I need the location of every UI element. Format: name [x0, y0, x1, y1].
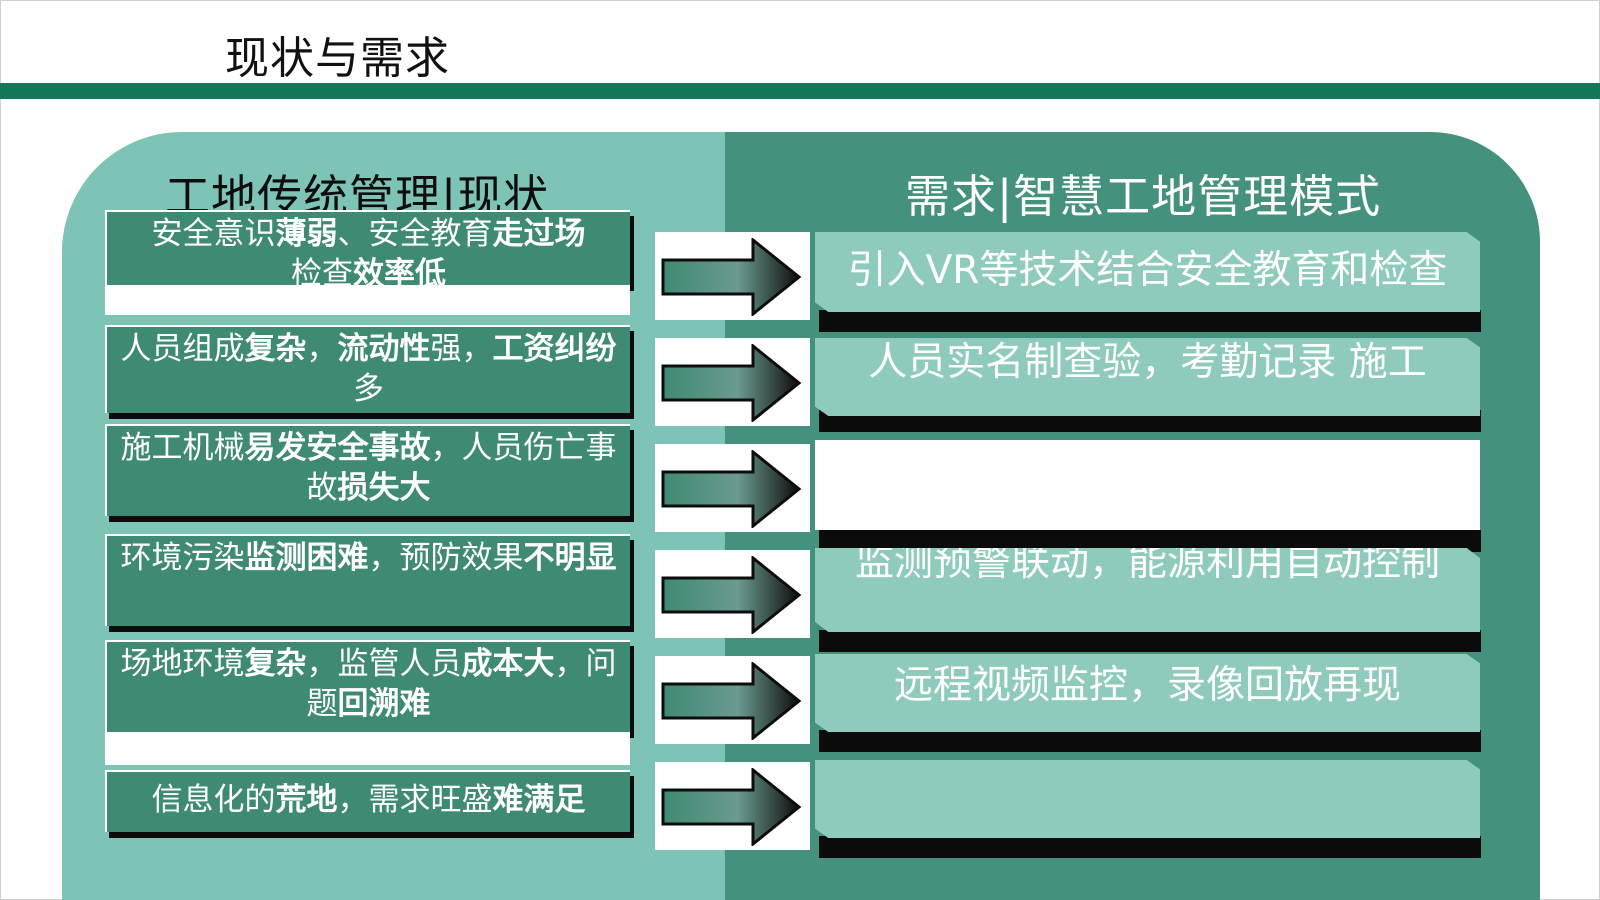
problem-emphasis: 工资纠纷: [492, 331, 617, 367]
title-underline-bar: [0, 83, 1600, 99]
right-arrow-shape: [661, 238, 802, 316]
problem-panel-5: 场地环境复杂，监管人员成本大，问题回溯难: [105, 640, 630, 732]
problem-emphasis: 损失大: [337, 470, 431, 506]
solution-shadow: [819, 730, 1481, 752]
problem-emphasis: 难满足: [492, 782, 586, 818]
problem-emphasis: 薄弱: [275, 216, 338, 252]
right-arrow-shape: [661, 662, 802, 740]
arrow-cell-3: [655, 444, 810, 532]
problem-text: 安全意识: [151, 216, 276, 252]
problem-panel-6: 信息化的荒地，需求旺盛难满足: [105, 770, 630, 832]
solution-box-5: 远程视频监控，录像回放再现: [815, 654, 1481, 754]
problem-box-6: 信息化的荒地，需求旺盛难满足: [105, 770, 630, 845]
arrow-cell-1: [655, 232, 810, 320]
problem-box-5: 场地环境复杂，监管人员成本大，问题回溯难: [105, 640, 630, 765]
problem-text: ，需求旺盛: [337, 782, 493, 818]
problem-emphasis: 流动性: [337, 331, 431, 367]
problem-box-4: 环境污染监测困难，预防效果不明显: [105, 534, 630, 629]
problem-text: 场地环境: [120, 646, 245, 682]
problem-text: ，问题: [306, 646, 617, 722]
arrow-cell-4: [655, 550, 810, 638]
problem-panel-4: 环境污染监测困难，预防效果不明显: [105, 534, 630, 626]
problem-text: ，人员伤亡事故: [306, 430, 617, 506]
problem-emphasis: 监测困难: [244, 540, 369, 576]
solution-panel-4: 监测预警联动，能源利用自动控制: [815, 548, 1480, 632]
right-arrow-icon: [661, 450, 802, 528]
problem-panel-3: 施工机械易发安全事故，人员伤亡事故损失大: [105, 424, 630, 516]
right-column-heading: 需求|智慧工地管理模式: [905, 170, 1382, 223]
problem-text: 人员组成: [120, 331, 245, 367]
right-arrow-icon: [661, 768, 802, 846]
slide-title: 现状与需求: [225, 33, 450, 84]
problem-text: 多: [353, 371, 384, 407]
problem-gap: [105, 732, 630, 765]
right-arrow-shape: [661, 344, 802, 422]
arrow-cell-2: [655, 338, 810, 426]
problem-emphasis: 回溯难: [337, 686, 431, 722]
problem-emphasis: 复杂: [244, 331, 307, 367]
right-arrow-shape: [661, 556, 802, 634]
problem-emphasis: 成本大: [461, 646, 555, 682]
problem-text: 、安全教育: [337, 216, 493, 252]
problem-text: 检查: [291, 256, 353, 285]
problem-panel-1: 安全意识薄弱、安全教育走过场检查效率低: [105, 210, 630, 285]
solution-box-6: [815, 760, 1481, 860]
problem-gap: [105, 285, 630, 315]
solution-panel-6: [815, 760, 1480, 838]
solution-box-4: 监测预警联动，能源利用自动控制: [815, 548, 1481, 658]
problem-panel-2: 人员组成复杂，流动性强，工资纠纷多: [105, 325, 630, 413]
solution-panel-5: 远程视频监控，录像回放再现: [815, 654, 1480, 732]
solution-panel-1: 引入VR等技术结合安全教育和检查: [815, 232, 1480, 312]
arrow-cell-6: [655, 762, 810, 850]
solution-shadow: [819, 530, 1481, 552]
solution-panel-3: [815, 440, 1480, 530]
solution-shadow: [819, 630, 1481, 652]
right-arrow-icon: [661, 238, 802, 316]
problem-box-1: 安全意识薄弱、安全教育走过场检查效率低: [105, 210, 630, 315]
solution-panel-2: 人员实名制查验，考勤记录 施工: [815, 338, 1480, 416]
problem-text: 环境污染: [120, 540, 245, 576]
solution-shadow: [819, 310, 1481, 332]
right-arrow-shape: [661, 450, 802, 528]
problem-text: ，预防效果: [368, 540, 524, 576]
right-arrow-icon: [661, 662, 802, 740]
problem-text: 施工机械: [120, 430, 245, 466]
problem-emphasis: 易发安全事故: [244, 430, 431, 466]
problem-text: ，: [306, 331, 338, 367]
problem-text: 强，: [430, 331, 493, 367]
solution-box-3: [815, 440, 1481, 552]
problem-emphasis: 走过场: [492, 216, 586, 252]
solution-box-2: 人员实名制查验，考勤记录 施工: [815, 338, 1481, 433]
problem-text: ，监管人员: [306, 646, 462, 682]
problem-emphasis: 不明显: [523, 540, 617, 576]
right-arrow-shape: [661, 768, 802, 846]
problem-text: 信息化的: [151, 782, 276, 818]
right-arrow-icon: [661, 344, 802, 422]
arrow-cell-5: [655, 656, 810, 744]
problem-emphasis: 复杂: [244, 646, 307, 682]
problem-emphasis: 荒地: [275, 782, 338, 818]
solution-shadow: [819, 836, 1481, 858]
right-arrow-icon: [661, 556, 802, 634]
problem-emphasis: 效率低: [353, 256, 446, 285]
solution-box-1: 引入VR等技术结合安全教育和检查: [815, 232, 1481, 332]
problem-box-3: 施工机械易发安全事故，人员伤亡事故损失大: [105, 424, 630, 524]
problem-box-2: 人员组成复杂，流动性强，工资纠纷多: [105, 325, 630, 415]
